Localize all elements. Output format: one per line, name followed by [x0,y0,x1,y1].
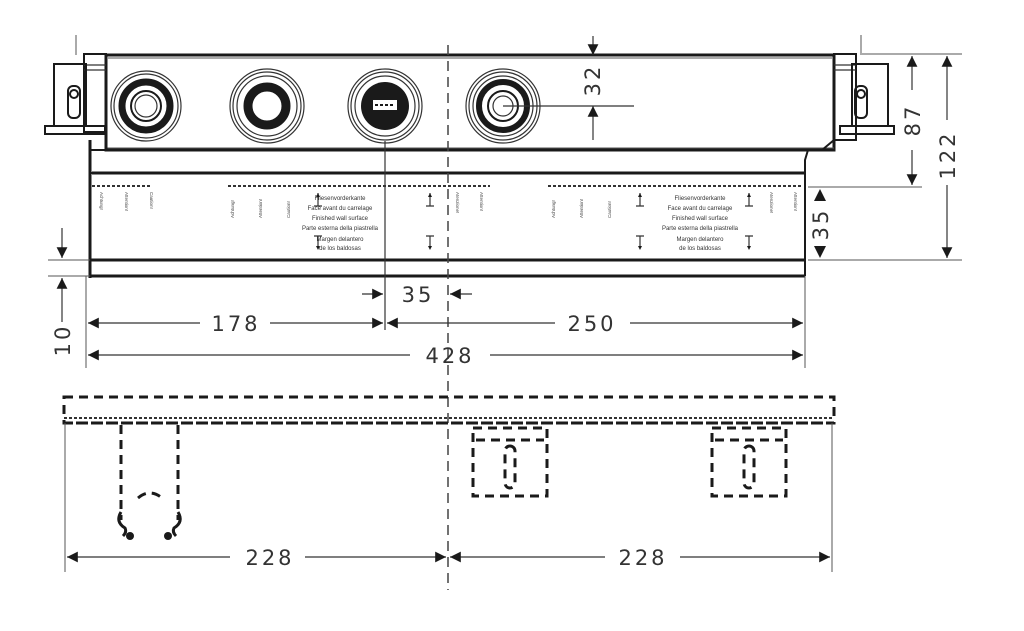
dimension-122: 122 [936,56,960,258]
tile-label-line-3: Finished wall surface [312,216,369,222]
dimension-250: 250 [387,312,803,336]
tile-label-line-6: de los baldosas [679,246,721,252]
dimension-228-right: 228 [450,546,830,570]
valve-housing-2 [710,426,788,498]
housing-body [88,53,836,278]
dimension-32: 32 [581,36,605,140]
left-mounting-clip [44,35,107,135]
dimension-35-vertical-label: 35 [809,208,833,241]
warning-label: Attention! [124,192,129,211]
vertical-warning-labels: Achtung! Attention! Caution! Achtung! At… [99,192,798,218]
port-4 [465,68,634,144]
tile-label-line-4: Parte esterna della piastrella [662,226,739,232]
dimension-10: 10 [48,228,90,356]
warning-label: Achtung! [230,200,235,218]
tile-arrow-icon [636,193,753,250]
valve-housing-1 [471,426,549,498]
top-dimensions: 228 228 [67,546,830,570]
warning-label: Caution! [149,192,154,209]
tile-label-line-4: Parte esterna della piastrella [302,226,379,232]
tile-label-line-5: Margen delantero [316,237,364,243]
warning-label: Atenzione! [455,192,460,213]
dimension-122-label: 122 [936,130,960,179]
tile-label-line-5: Margen delantero [676,237,724,243]
port-3 [347,68,423,330]
warning-label: Attention! [793,192,798,211]
dimension-250-label: 250 [567,312,616,336]
dimension-178-label: 178 [211,312,260,336]
port-2 [229,68,305,144]
right-mounting-clip [833,35,895,141]
mounting-bracket [117,425,182,540]
dimension-87: 87 [901,56,925,185]
dimension-228-right-label: 228 [618,546,667,570]
front-dimensions: 32 87 122 35 10 [48,36,962,368]
warning-label: Caution! [286,201,291,218]
tile-label-line-2: Face avant du carrelage [308,206,373,212]
warning-label: Attention! [258,199,263,218]
warning-label: Achtung! [551,200,556,218]
tile-guide-label-right: Fliesenvorderkante Face avant du carrela… [636,193,753,252]
warning-label: Attention! [579,199,584,218]
tile-label-line-3: Finished wall surface [672,216,729,222]
tile-label-line-1: Fliesenvorderkante [314,196,366,202]
dimension-428: 428 [88,344,803,368]
tile-label-line-1: Fliesenvorderkante [674,196,726,202]
warning-label: Atenzione! [769,192,774,213]
tile-label-line-6: de los baldosas [319,246,361,252]
dimension-428-label: 428 [425,344,474,368]
top-view [62,395,836,572]
warning-label: Achtung! [99,192,104,210]
dimension-35-horizontal: 35 [362,283,472,307]
dimension-87-label: 87 [901,104,925,137]
tile-arrow-icon [314,193,434,250]
tile-guide-label-left: Fliesenvorderkante Face avant du carrela… [302,193,434,252]
warning-label: Attention! [479,192,484,211]
tile-label-line-2: Face avant du carrelage [668,206,733,212]
dimension-178: 178 [88,312,383,336]
port-1 [110,70,182,142]
front-view: Fliesenvorderkante Face avant du carrela… [44,35,895,590]
warning-label: Caution! [607,201,612,218]
dimension-228-left-label: 228 [245,546,294,570]
dimension-228-left: 228 [67,546,446,570]
dimension-35-vertical: 35 [809,189,833,258]
dimension-32-label: 32 [581,64,605,97]
dimension-35-horizontal-label: 35 [402,283,435,307]
dimension-10-label: 10 [51,324,75,357]
